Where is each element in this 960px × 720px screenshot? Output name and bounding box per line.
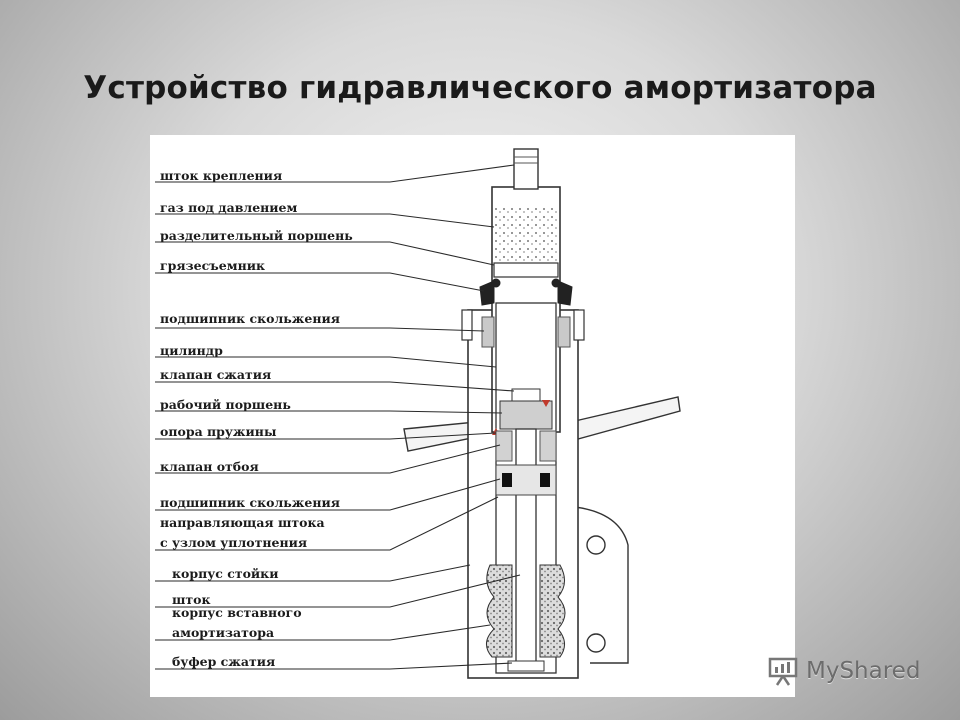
upper-bush-right — [557, 316, 571, 348]
gas-chamber — [494, 205, 558, 263]
rebound-block-right — [539, 430, 557, 462]
label-strut-body: корпус стойки — [172, 566, 279, 581]
label-working-piston: рабочий поршень — [160, 397, 291, 412]
label-rebound-valve: клапан отбоя — [160, 459, 259, 474]
label-slide-bearing-lower: подшипник скольжения — [160, 495, 340, 510]
label-separating-piston: разделительный поршень — [160, 228, 353, 243]
separating-piston — [493, 262, 559, 278]
presentation-board-icon — [768, 657, 798, 686]
label-compression-buffer: буфер сжатия — [172, 654, 276, 669]
mounting-bracket — [574, 506, 629, 664]
dirt-scraper — [479, 278, 573, 306]
slide-title: Устройство гидравлического амортизатора — [83, 70, 877, 106]
upper-bush-left — [481, 316, 495, 348]
watermark: MyShared — [766, 654, 920, 688]
label-seal-unit: с узлом уплотнения — [160, 535, 308, 550]
watermark-text: MyShared — [806, 658, 921, 684]
label-rod-guide: направляющая штока — [160, 515, 325, 530]
rebound-block-left — [495, 430, 513, 462]
bottom-plug — [507, 660, 545, 672]
label-rod: шток — [172, 592, 211, 607]
label-pressurized-gas: газ под давлением — [160, 200, 298, 215]
label-cylinder: цилиндр — [160, 343, 223, 358]
diagram-drawing — [155, 148, 681, 679]
mounting-stem — [513, 148, 539, 190]
leader-lines — [155, 164, 521, 670]
label-spring-seat: опора пружины — [160, 424, 277, 439]
working-piston — [499, 400, 553, 430]
label-compression-valve: клапан сжатия — [160, 367, 272, 382]
compression-buffer-right — [539, 564, 566, 658]
shock-absorber-diagram: шток крепления газ под давлением раздели… — [150, 135, 795, 697]
label-insert-body-2: амортизатора — [172, 625, 275, 640]
label-insert-body: корпус вставного — [172, 605, 302, 620]
label-dirt-scraper: грязесъемник — [160, 258, 266, 273]
label-slide-bearing-upper: подшипник скольжения — [160, 311, 340, 326]
piston-rod — [515, 428, 537, 666]
compression-buffer-left — [486, 564, 513, 658]
label-mounting-rod: шток крепления — [160, 168, 283, 183]
